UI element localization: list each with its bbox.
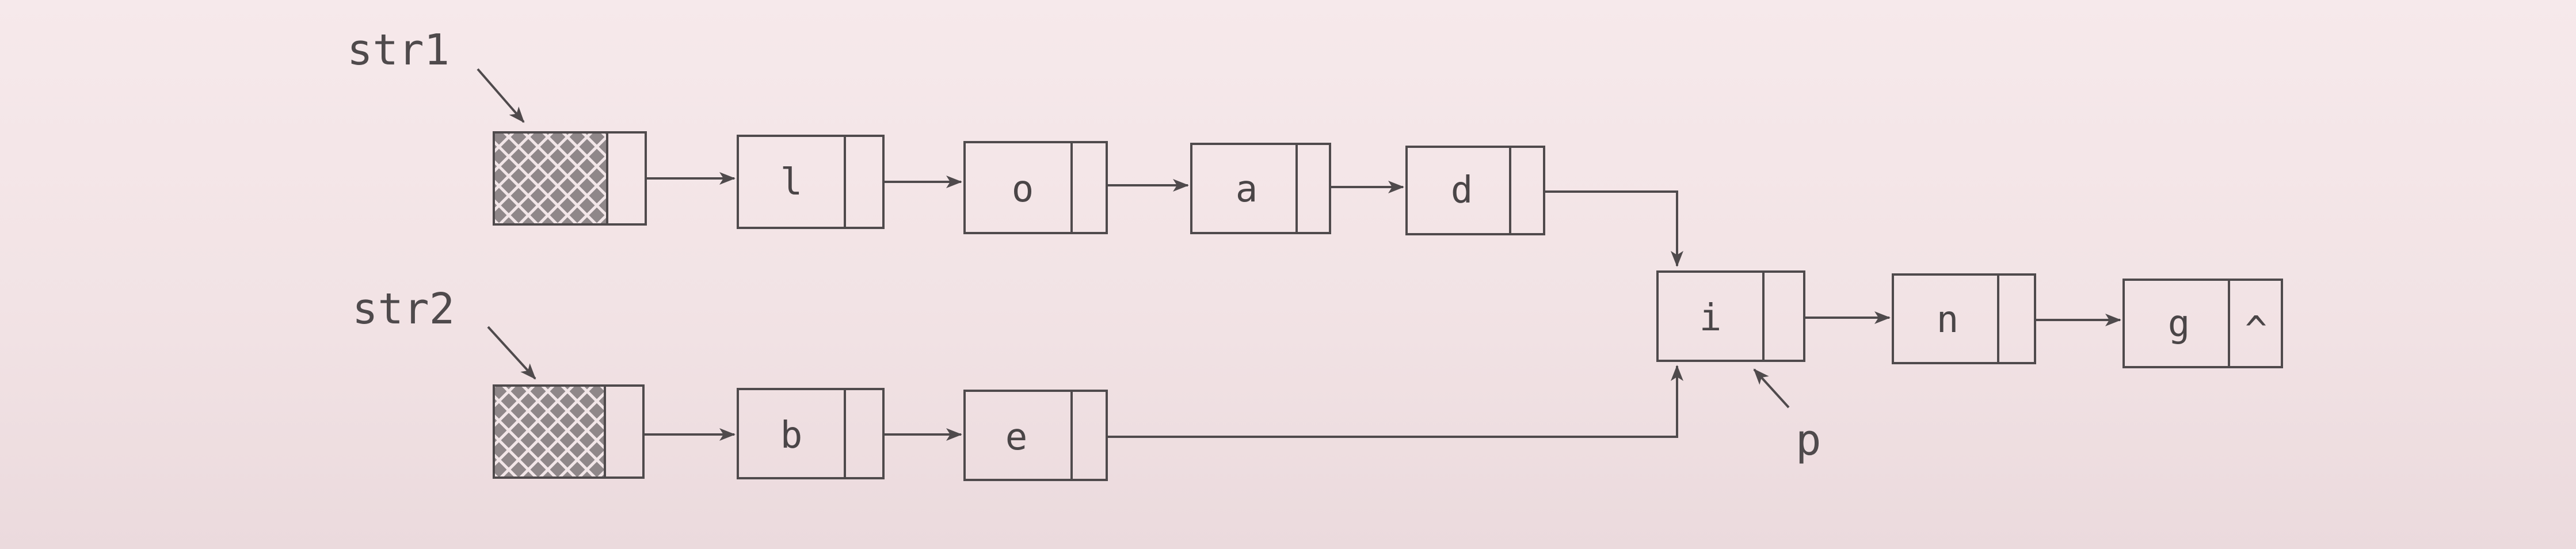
node-o: o [963, 141, 1108, 234]
node-g-data: g [2168, 303, 2190, 345]
head-node-2 [493, 384, 645, 479]
link-d-to-i [1544, 190, 1683, 267]
arrow-p-to-node-i [1753, 368, 1790, 409]
node-i: i [1656, 270, 1805, 362]
label-str1: str1 [347, 25, 449, 75]
label-str2: str2 [352, 284, 455, 334]
node-g: g ^ [2122, 279, 2283, 368]
arrow-str1-to-head1 [477, 68, 525, 123]
null-pointer-marker: ^ [2245, 309, 2268, 352]
node-i-data: i [1699, 297, 1722, 340]
node-d: d [1405, 146, 1545, 235]
node-n-data: n [1937, 299, 1959, 341]
label-p: p [1796, 415, 1822, 465]
link-e-to-i [1107, 365, 1683, 438]
node-l-data: l [780, 161, 803, 204]
node-e-data: e [1005, 416, 1028, 459]
arrow-str2-to-head2 [487, 326, 536, 380]
node-a: a [1190, 143, 1331, 234]
node-b-data: b [780, 414, 803, 457]
node-l: l [737, 135, 885, 229]
node-n: n [1892, 273, 2036, 364]
node-e: e [963, 390, 1108, 481]
node-o-data: o [1012, 168, 1034, 211]
node-a-data: a [1236, 168, 1258, 211]
node-b: b [737, 388, 885, 479]
head-node-1 [493, 131, 647, 226]
node-d-data: d [1451, 169, 1473, 212]
